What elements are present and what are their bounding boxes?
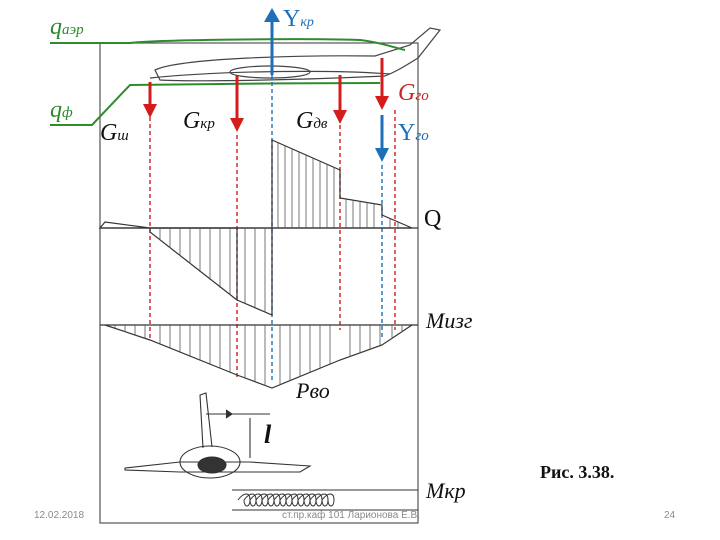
label-q-aer: qаэр — [50, 14, 84, 40]
shear-diagram — [98, 139, 418, 316]
torque-diagram — [232, 489, 418, 511]
label-g-sh: Gш — [100, 120, 129, 146]
bending-moment-diagram — [100, 324, 418, 389]
lift-arrowhead-wing — [264, 8, 280, 22]
label-torque: Мкр — [426, 478, 466, 503]
label-g-kr: Gкр — [183, 108, 215, 134]
label-shear-force: Q — [424, 206, 442, 232]
footer-author: ст.пр.каф 101 Ларионова Е.В. — [282, 510, 420, 521]
label-bending-moment: Мизг — [426, 308, 473, 333]
distributed-load-curves — [50, 38, 406, 126]
figure-caption: Рис. 3.38. — [540, 462, 615, 482]
label-y-go: Yго — [398, 120, 429, 146]
force-arrows — [143, 8, 389, 162]
label-p-vo: Рво — [296, 378, 330, 403]
label-y-kr: Yкр — [283, 6, 314, 32]
aircraft-side-view — [149, 27, 442, 82]
footer-page-number: 24 — [664, 510, 676, 521]
label-g-go: Gго — [398, 80, 429, 106]
label-arm-l: l — [264, 420, 272, 449]
label-g-dv: Gдв — [296, 108, 328, 134]
diagram-frame — [99, 42, 419, 524]
aircraft-front-view — [124, 392, 312, 479]
label-q-f: qф — [50, 97, 73, 123]
footer-date: 12.02.2018 — [34, 510, 85, 521]
